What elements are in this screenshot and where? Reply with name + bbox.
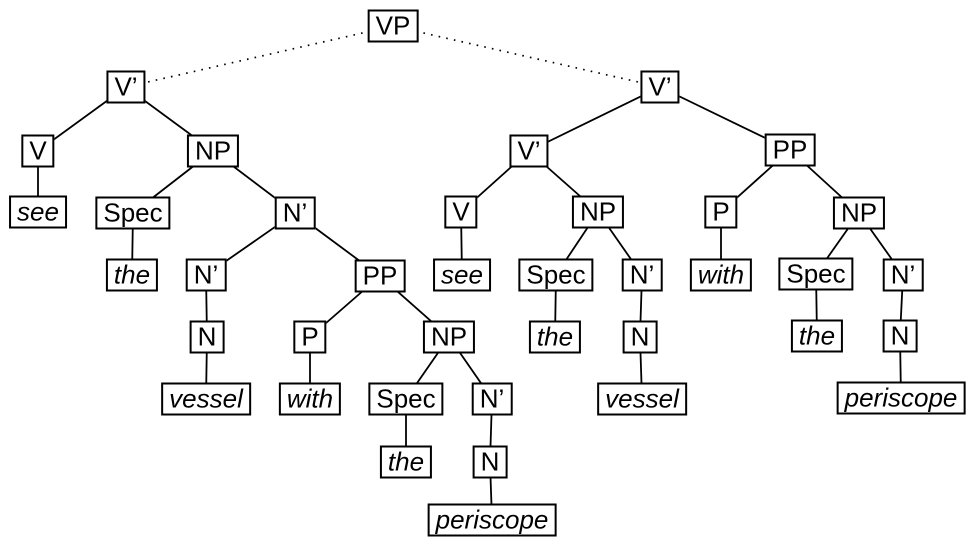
- tree-node-l-nbar3: N’: [471, 382, 513, 416]
- tree-node-r-p: P: [704, 195, 738, 229]
- tree-edge-dotted: [392, 25, 661, 88]
- tree-node-l-np1: NP: [186, 134, 240, 168]
- tree-node-r-v: V: [444, 195, 478, 229]
- tree-node-r-periscope: periscope: [836, 381, 966, 415]
- tree-node-l-vbar: V’: [106, 70, 146, 104]
- tree-node-l-spec1: Spec: [95, 196, 171, 230]
- tree-node-l-p: P: [293, 320, 327, 354]
- tree-node-l-the2: the: [379, 445, 433, 479]
- tree-node-l-see: see: [9, 195, 67, 229]
- tree-node-r-n1: N: [622, 320, 658, 354]
- tree-node-l-vessel: vessel: [161, 382, 251, 416]
- tree-node-l-np2: NP: [422, 320, 476, 354]
- tree-node-r-np1: NP: [571, 195, 625, 229]
- tree-node-r-vbar2: V’: [509, 134, 549, 168]
- tree-node-r-vessel: vessel: [597, 382, 687, 416]
- tree-node-r-nbar2: N’: [882, 258, 924, 292]
- tree-node-l-nbar2: N’: [185, 258, 227, 292]
- tree-node-r-vbar: V’: [640, 70, 680, 104]
- tree-node-l-pp: PP: [354, 259, 406, 293]
- tree-node-r-see: see: [433, 258, 491, 292]
- tree-node-l-v: V: [21, 134, 55, 168]
- tree-node-vp: VP: [367, 9, 419, 43]
- tree-node-r-spec1: Spec: [518, 258, 594, 292]
- tree-edge-dotted: [125, 25, 394, 88]
- tree-node-l-periscope: periscope: [427, 503, 557, 537]
- tree-node-r-with: with: [689, 258, 753, 292]
- tree-node-r-n2: N: [882, 319, 918, 353]
- tree-node-l-with: with: [278, 382, 342, 416]
- tree-node-r-the1: the: [528, 320, 582, 354]
- tree-node-r-the2: the: [790, 319, 844, 353]
- tree-node-l-n1: N: [189, 320, 225, 354]
- tree-node-l-spec2: Spec: [368, 382, 444, 416]
- tree-node-r-pp: PP: [764, 133, 816, 167]
- tree-node-l-the1: the: [105, 258, 159, 292]
- tree-node-r-nbar1: N’: [621, 258, 663, 292]
- tree-node-l-nbar1: N’: [274, 196, 316, 230]
- tree-edge: [528, 86, 661, 152]
- tree-node-r-spec2: Spec: [778, 257, 854, 291]
- tree-node-r-np2: NP: [832, 196, 886, 230]
- tree-node-l-n2: N: [472, 445, 508, 479]
